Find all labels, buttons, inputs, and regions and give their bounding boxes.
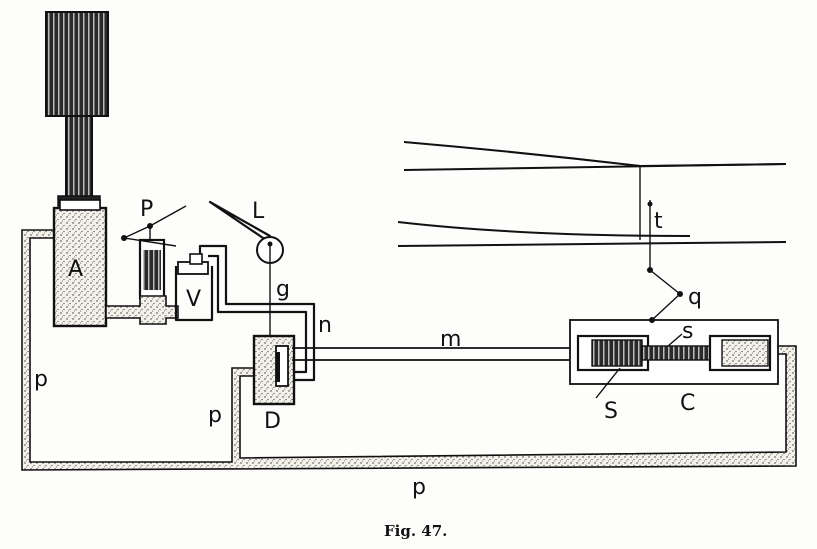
- pipe-n: [198, 244, 316, 382]
- label-P: P: [140, 197, 153, 222]
- profile-lines: [397, 141, 787, 247]
- label-p-mid: p: [208, 403, 222, 428]
- figure-caption: Fig. 47.: [384, 522, 447, 540]
- valve-V: [174, 253, 214, 322]
- label-m: m: [440, 327, 461, 352]
- label-A: A: [68, 257, 83, 282]
- lever-L: [208, 200, 284, 340]
- label-L: L: [252, 199, 265, 224]
- label-g: g: [276, 277, 290, 302]
- housing-C: [569, 319, 779, 399]
- pipe-p-loop: [21, 229, 797, 471]
- label-S: S: [604, 399, 618, 424]
- motor-cylinder: [45, 11, 109, 207]
- body-A: [52, 199, 108, 328]
- label-s: s: [682, 319, 693, 344]
- pump-P: [105, 205, 187, 325]
- label-V: V: [186, 287, 201, 312]
- label-q: q: [688, 285, 702, 310]
- label-p-bottom: p: [412, 475, 426, 500]
- label-n: n: [318, 313, 332, 338]
- label-p-left: p: [34, 367, 48, 392]
- distributor-D: [252, 334, 296, 406]
- label-t: t: [654, 209, 663, 234]
- linkage-t-q: [639, 166, 683, 323]
- rod-m: [292, 347, 592, 361]
- label-D: D: [264, 409, 281, 434]
- label-C: C: [680, 391, 695, 416]
